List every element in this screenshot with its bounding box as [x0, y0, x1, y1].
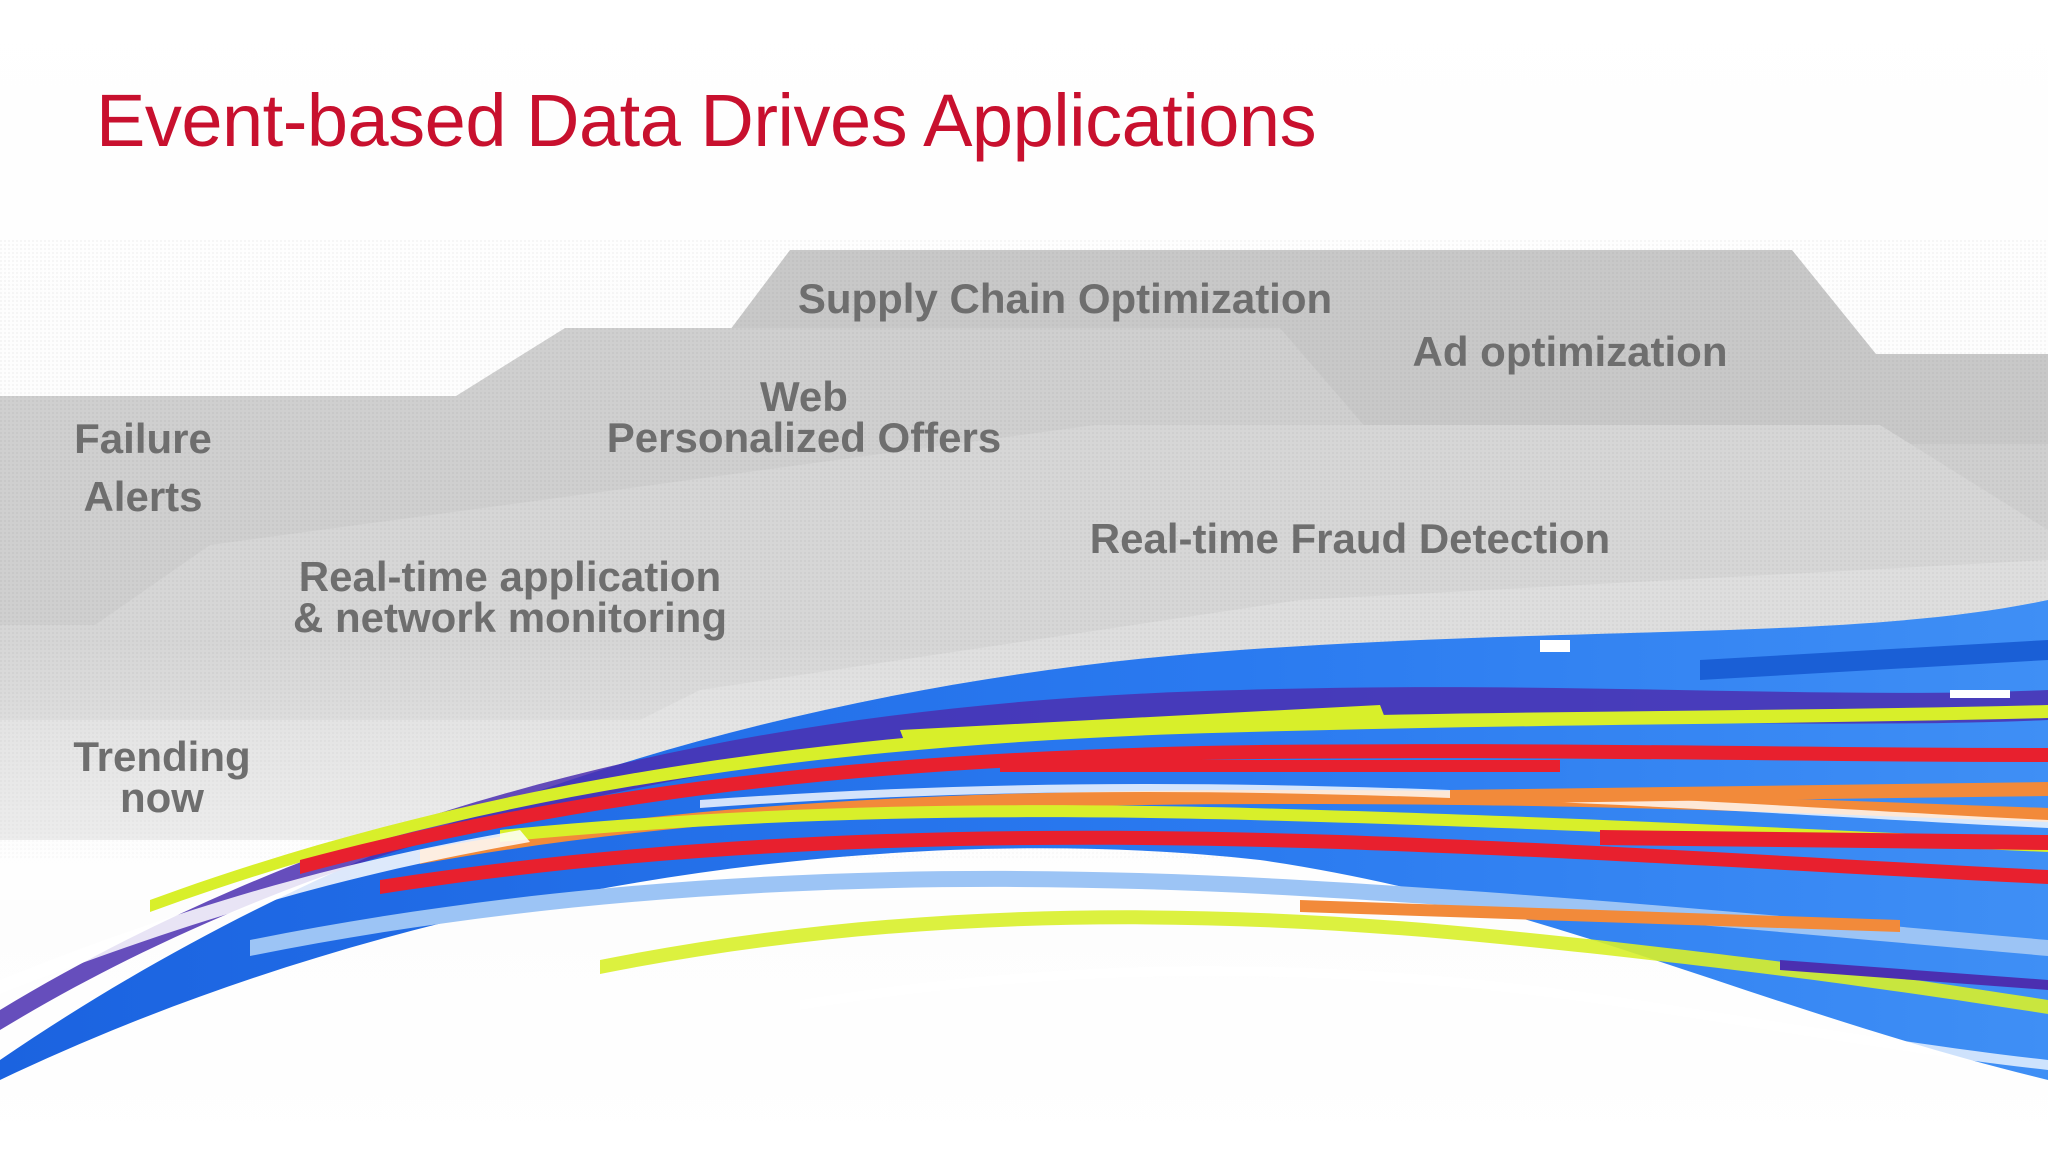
label-supply-chain: Supply Chain Optimization	[797, 275, 1333, 322]
slide-title: Event-based Data Drives Applications	[96, 79, 1317, 162]
label-failure: Failure	[74, 415, 212, 462]
label-monitoring-line1: Real-time application	[298, 553, 722, 600]
label-monitoring-line2: & network monitoring	[293, 594, 727, 641]
label-ad-optimization: Ad optimization	[1412, 328, 1728, 375]
label-failure-alerts: Failure Alerts	[48, 410, 238, 526]
label-trending-now: Trending now	[42, 733, 282, 821]
label-trending-line1: Trending	[73, 733, 251, 780]
label-web-line1: Web	[760, 373, 848, 420]
label-alerts: Alerts	[83, 473, 203, 520]
label-web-personalized-offers: Web Personalized Offers	[590, 373, 1018, 461]
label-trending-line2: now	[120, 774, 204, 821]
label-web-line2: Personalized Offers	[606, 414, 1002, 461]
label-fraud-detection: Real-time Fraud Detection	[1089, 515, 1611, 562]
data-stream	[0, 600, 2048, 1080]
label-network-monitoring: Real-time application & network monitori…	[270, 553, 750, 641]
